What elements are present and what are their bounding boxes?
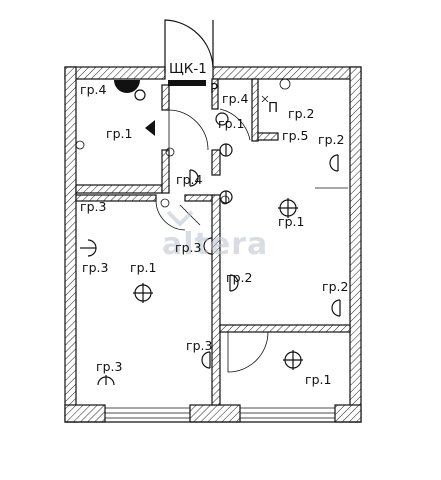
ceiling-lamp-icon (283, 350, 303, 370)
socket-icon (203, 237, 213, 255)
group-label: гр.1 (218, 116, 244, 131)
junction-box-icon (261, 95, 269, 103)
panel-label: ЩК-1 (169, 61, 207, 77)
ceiling-lamp-icon (215, 112, 229, 126)
switch-icon (160, 198, 170, 208)
socket-icon (75, 140, 85, 150)
group-label: гр.1 (106, 126, 132, 141)
ceiling-lamp-icon (133, 283, 153, 303)
switch-label: Р (210, 81, 218, 97)
group-label: гр.3 (96, 359, 122, 374)
ceiling-lamp-icon (134, 89, 146, 101)
watermark-logo-icon (166, 210, 194, 227)
switch-icon (220, 195, 230, 205)
panel-icon (168, 80, 206, 86)
socket-icon (189, 169, 199, 187)
socket-label: П (268, 100, 278, 116)
group-label: гр.1 (130, 260, 156, 275)
ceiling-lamp-icon (278, 198, 298, 218)
wall-lamp-icon (114, 80, 140, 93)
socket-icon (97, 375, 115, 386)
group-label: гр.2 (318, 132, 344, 147)
group-label: гр.4 (222, 91, 248, 106)
electric-symbols (75, 78, 348, 386)
group-label: гр.2 (226, 270, 252, 285)
socket-icon (329, 154, 339, 172)
doors (155, 19, 269, 373)
ceiling-lamp-icon (219, 190, 233, 204)
group-label: гр.2 (288, 106, 314, 121)
socket-icon (331, 299, 341, 317)
group-label: гр.1 (278, 214, 304, 229)
interior-walls (75, 78, 351, 406)
switch-icon (279, 78, 291, 90)
ceiling-lamp-icon (219, 143, 233, 157)
outer-walls (64, 66, 362, 423)
group-label: гр.3 (82, 260, 108, 275)
group-label: гр.4 (80, 82, 106, 97)
group-label: гр.3 (175, 240, 201, 255)
group-label: гр.3 (80, 199, 106, 214)
group-label: гр.3 (186, 338, 212, 353)
switch-icon (165, 147, 175, 157)
group-label: гр.1 (305, 372, 331, 387)
group-label: гр.2 (322, 279, 348, 294)
switch-icon (145, 120, 155, 136)
socket-icon (201, 351, 211, 369)
group-label: гр.4 (176, 172, 202, 187)
watermark: altera (162, 227, 268, 262)
group-label: гр.5 (282, 128, 308, 143)
socket-icon (80, 239, 97, 257)
socket-icon (229, 274, 239, 292)
